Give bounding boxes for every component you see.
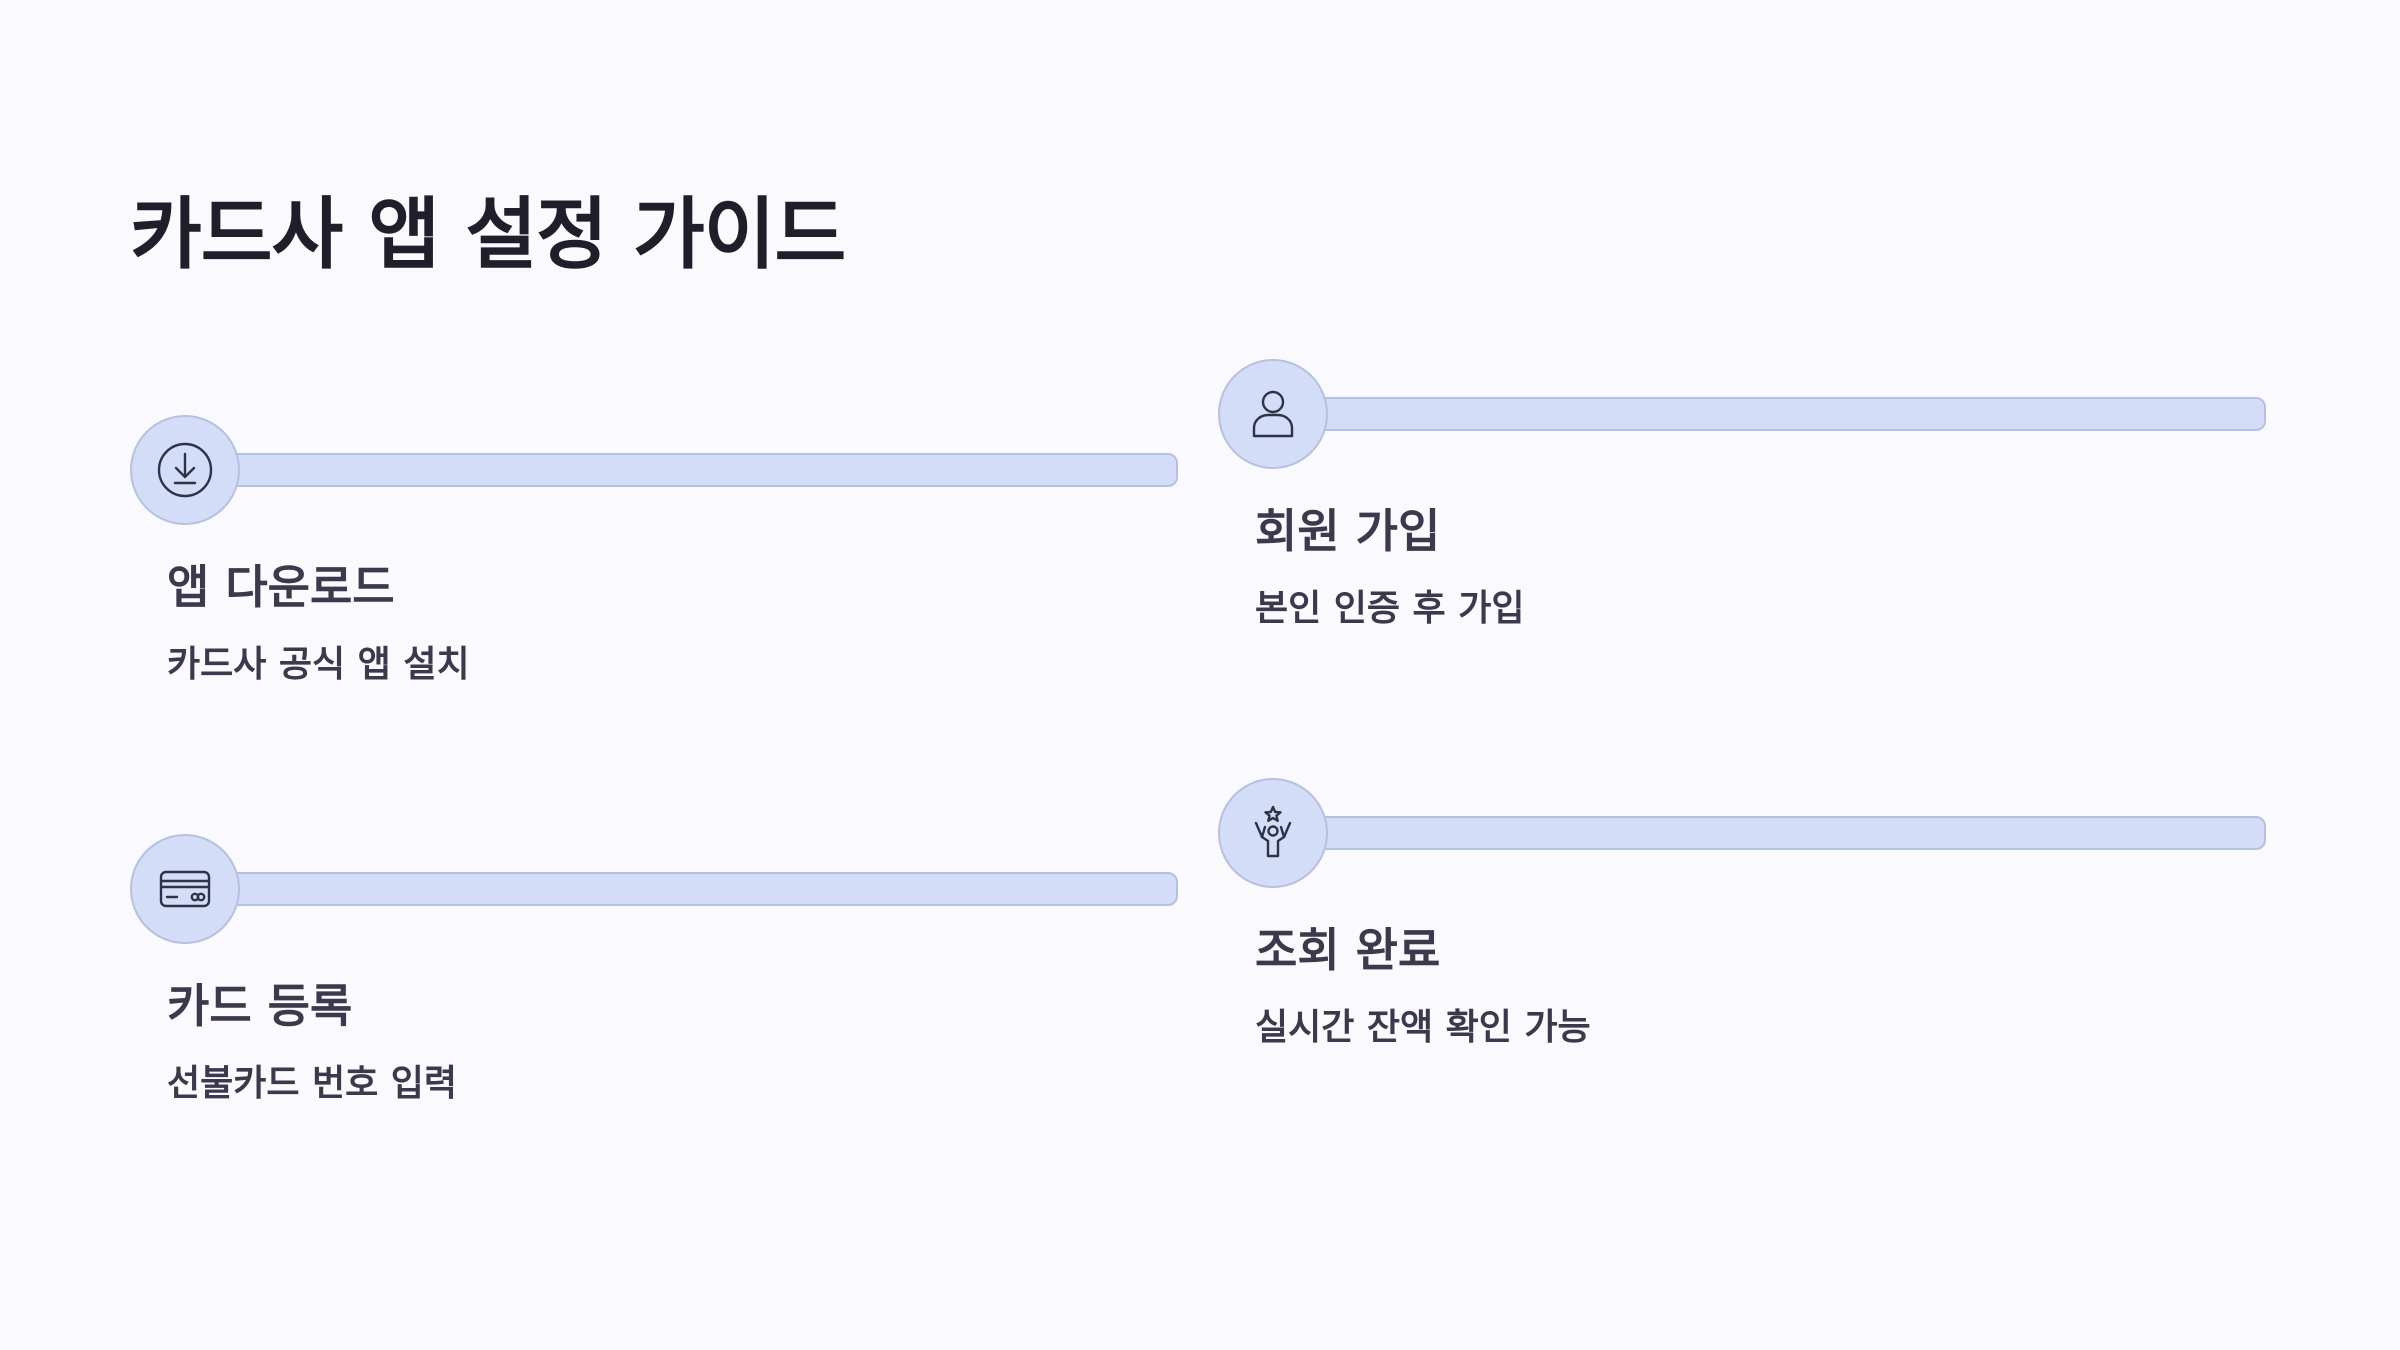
step-lookup-complete: 조회 완료 실시간 잔액 확인 가능 (1218, 778, 2270, 1078)
step-icon-circle (130, 415, 240, 525)
celebration-icon (1254, 805, 1292, 858)
step-icon-circle (130, 834, 240, 944)
step-sign-up: 회원 가입 본인 인증 후 가입 (1218, 359, 2270, 659)
step-icon-circle (1218, 778, 1328, 888)
step-title: 조회 완료 (1255, 923, 1441, 977)
step-description: 카드사 공식 앱 설치 (167, 644, 470, 685)
step-description: 실시간 잔액 확인 가능 (1255, 1007, 1591, 1048)
credit-card-icon (159, 870, 211, 908)
step-bar (1294, 816, 2266, 850)
step-app-download: 앱 다운로드 카드사 공식 앱 설치 (130, 415, 1182, 715)
step-title: 카드 등록 (167, 979, 353, 1033)
step-description: 본인 인증 후 가입 (1255, 588, 1525, 629)
step-bar (206, 872, 1178, 906)
step-bar (1294, 397, 2266, 431)
step-title: 회원 가입 (1255, 504, 1441, 558)
step-title: 앱 다운로드 (167, 560, 395, 614)
step-icon-circle (1218, 359, 1328, 469)
step-bar (206, 453, 1178, 487)
step-card-registration: 카드 등록 선불카드 번호 입력 (130, 834, 1182, 1134)
page-title: 카드사 앱 설정 가이드 (130, 190, 846, 280)
user-icon (1252, 390, 1294, 438)
download-icon (157, 442, 213, 498)
step-description: 선불카드 번호 입력 (167, 1063, 458, 1104)
